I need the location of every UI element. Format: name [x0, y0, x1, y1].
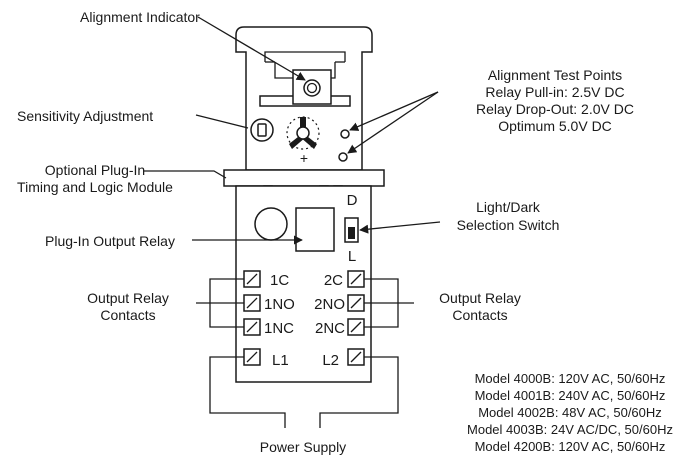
label-alignment-test-points: Alignment Test Points: [488, 67, 622, 83]
model-line: Model 4200B: 120V AC, 50/60Hz: [475, 439, 666, 454]
leader-sensitivity: [195, 114, 249, 129]
terminal-label-1no: 1NO: [264, 296, 295, 313]
label-timing-logic-module: Timing and Logic Module: [17, 179, 173, 195]
tri-spoke-adjuster-icon: +: [286, 116, 320, 166]
plus-sign: +: [300, 150, 308, 166]
label-relay-pull-in: Relay Pull-in: 2.5V DC: [485, 84, 624, 100]
left-contact-wiring: [196, 278, 244, 328]
terminal-label-l2: L2: [322, 352, 339, 369]
terminal-row-3: 1NC 2NC: [243, 318, 365, 337]
label-optimum: Optimum 5.0V DC: [498, 118, 612, 134]
leader-test-point-1: [349, 91, 439, 131]
label-alignment-indicator: Alignment Indicator: [80, 9, 200, 25]
label-plug-in-output-relay: Plug-In Output Relay: [45, 233, 175, 249]
switch-label-d: D: [347, 192, 358, 209]
round-port: [254, 207, 288, 241]
leader-test-point-2: [347, 91, 439, 154]
label-output-relay-left-2: Contacts: [100, 307, 155, 323]
label-relay-drop-out: Relay Drop-Out: 2.0V DC: [476, 101, 634, 117]
terminal-row-2: 1NO 2NO: [243, 294, 365, 313]
model-list: Model 4000B: 120V AC, 50/60Hz Model 4001…: [467, 371, 673, 454]
leader-light-dark: [359, 221, 441, 234]
model-line: Model 4000B: 120V AC, 50/60Hz: [475, 371, 666, 386]
label-power-supply: Power Supply: [260, 439, 346, 455]
alignment-indicator-led: [303, 79, 321, 97]
plug-in-module-bar: [223, 169, 385, 187]
power-supply-wiring: [209, 356, 399, 428]
model-line: Model 4001B: 240V AC, 50/60Hz: [475, 388, 666, 403]
test-point-2[interactable]: [338, 152, 348, 162]
terminal-label-2nc: 2NC: [315, 320, 345, 337]
sensitivity-adjustment-knob[interactable]: [250, 118, 274, 142]
leader-alignment-indicator: [197, 16, 306, 81]
leader-plug-in-module: [144, 170, 227, 179]
model-line: Model 4002B: 48V AC, 50/60Hz: [478, 405, 662, 420]
label-output-relay-right-2: Contacts: [452, 307, 507, 323]
sensor-head: [235, 26, 373, 171]
label-optional-plug-in: Optional Plug-In: [45, 162, 145, 178]
label-sensitivity-adjustment: Sensitivity Adjustment: [17, 108, 153, 124]
test-point-1[interactable]: [340, 129, 350, 139]
label-output-relay-right-1: Output Relay: [439, 290, 521, 306]
label-selection-switch: Selection Switch: [457, 217, 560, 233]
terminal-label-2no: 2NO: [314, 296, 345, 313]
switch-label-l: L: [348, 248, 356, 265]
output-relay: [295, 207, 335, 252]
label-light-dark: Light/Dark: [476, 199, 541, 215]
terminal-label-1nc: 1NC: [264, 320, 294, 337]
terminal-label-1c: 1C: [270, 272, 289, 289]
terminal-label-2c: 2C: [324, 272, 343, 289]
terminal-row-1: 1C 2C: [243, 270, 365, 289]
model-line: Model 4003B: 24V AC/DC, 50/60Hz: [467, 422, 673, 437]
light-dark-switch[interactable]: [344, 217, 359, 243]
label-output-relay-left-1: Output Relay: [87, 290, 169, 306]
terminal-row-4: L1 L2: [243, 348, 365, 369]
right-contact-wiring: [364, 278, 414, 328]
terminal-label-l1: L1: [272, 352, 289, 369]
